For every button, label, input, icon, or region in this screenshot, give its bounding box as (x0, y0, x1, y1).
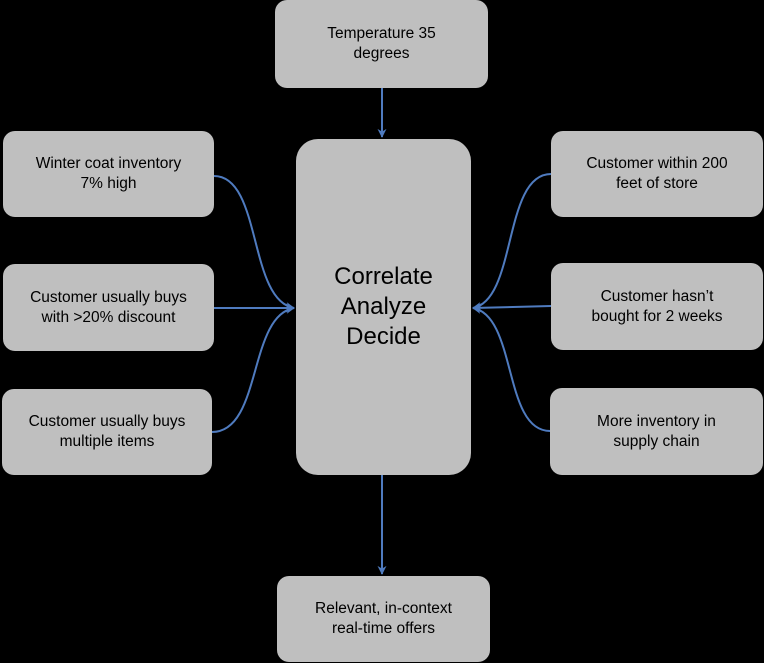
box-text-line: with >20% discount (41, 308, 176, 326)
box-text-line: 7% high (80, 175, 137, 192)
box-text-line: Customer hasn’t (600, 287, 714, 305)
box-text-line: More inventory in (597, 412, 716, 430)
input-box-temperature: Temperature 35 degrees (275, 0, 488, 88)
box-text-line: bought for 2 weeks (591, 307, 723, 325)
input-box-supply-chain-inventory: More inventory in supply chain (550, 388, 763, 475)
box-text-line: real-time offers (331, 620, 436, 637)
arrow-right-1-to-center (472, 173, 552, 311)
box-text-line: Correlate (334, 263, 433, 290)
box-text-line: Customer usually buys (30, 288, 187, 306)
box-text-line: Customer within 200 (586, 155, 728, 172)
box-text-line: feet of store (616, 175, 698, 192)
box-text-line: Decide (346, 323, 421, 350)
process-box-correlate-analyze-decide: Correlate Analyze Decide (296, 139, 471, 475)
box-text-line: degrees (353, 45, 410, 62)
box-text-line: multiple items (59, 433, 155, 450)
box-text-line: Customer usually buys (28, 413, 186, 430)
arrow-left-1-to-center (213, 175, 295, 312)
box-text-line: supply chain (613, 432, 700, 450)
box-text-line: Analyze (340, 293, 427, 320)
arrow-left-3-to-center (211, 304, 295, 433)
arrow-right-3-to-center (472, 305, 551, 432)
box-text-line: Winter coat inventory (35, 155, 182, 172)
input-box-multiple-items-buyer: Customer usually buys multiple items (2, 389, 212, 475)
box-text-line: Temperature 35 (327, 25, 436, 42)
input-box-purchase-recency: Customer hasn’t bought for 2 weeks (551, 263, 763, 350)
output-box-relevant-offers: Relevant, in-context real-time offers (277, 576, 490, 662)
input-box-winter-coat-inventory: Winter coat inventory 7% high (3, 131, 214, 217)
box-text-line: Relevant, in-context (315, 600, 452, 617)
input-box-discount-buyer: Customer usually buys with >20% discount (3, 264, 214, 351)
input-box-customer-proximity: Customer within 200 feet of store (551, 131, 763, 217)
arrow-right-2-to-center (472, 303, 552, 313)
